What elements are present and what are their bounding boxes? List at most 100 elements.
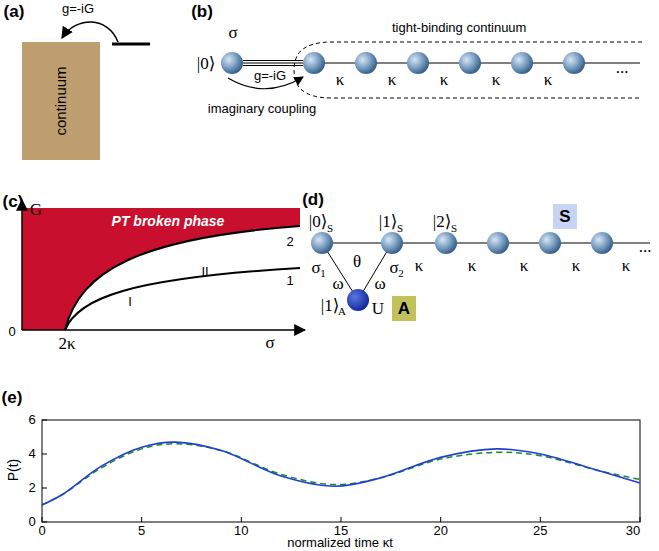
continuum-band: continuum [22,42,100,160]
subscript: A [338,305,346,317]
tick [540,517,541,522]
site-sphere [487,232,509,254]
axis [21,200,23,330]
exact-curve [42,442,640,505]
threshold-curve [65,268,300,330]
subscript: 1 [320,267,326,279]
symbol-label: κ [520,257,529,276]
region-label: PT broken phase [112,214,225,229]
symbol-label: G [30,201,42,220]
panel-label: (e) [2,389,23,408]
site-sphere [539,232,561,254]
axis [22,329,305,331]
symbol-label: ω [332,275,343,294]
symbol-label: ω [374,275,385,294]
symbol-label: κ [336,71,345,90]
tick [42,517,43,522]
site-sphere [221,52,243,74]
plot-frame [42,420,640,522]
annotation: g=-iG [62,2,94,16]
axis-label: 0 [38,524,45,538]
symbol-label: σ [311,259,320,278]
node-label: tight-binding continuum [392,21,526,35]
symbol-label: |1⟩ [379,213,398,232]
axis-label: 0 [28,515,35,529]
annotation: I [128,295,132,309]
symbol-label: |0⟩ [309,213,328,232]
symbol-label: κ [415,257,424,276]
symbol-label: σ [389,259,398,278]
symbol-label: U [372,300,384,319]
symbol-label: κ [440,71,449,90]
annotation: imaginary coupling [208,102,316,116]
ancilla-box: A [392,296,416,321]
coupling-arrow [62,22,118,42]
annotation: 2 [286,235,293,249]
panel-label: (d) [302,191,324,210]
symbol-label: θ [353,253,361,272]
symbol-label: ... [616,59,629,78]
annotation: 1 [286,274,293,288]
approx-curve [42,444,640,505]
tick [241,517,242,522]
axis-label: 30 [626,524,640,538]
site-sphere [511,52,533,74]
continuum-outline: tight-binding continuum [292,20,654,104]
tick [42,454,47,455]
tick [42,420,47,421]
symbol-label: σ [228,24,237,43]
site-sphere [355,52,377,74]
tick [341,517,342,522]
axis-label: 10 [234,524,248,538]
axis-label: 4 [28,447,35,461]
tick [42,488,47,489]
broken-phase-region [22,208,300,330]
symbol-label: κ [544,71,553,90]
symbol-label: |2⟩ [433,213,452,232]
symbol-label: κ [622,257,631,276]
symbol-label: |0⟩ [197,55,216,74]
dashed-outline [294,42,642,98]
subscript: S [451,222,457,234]
tick [141,517,142,522]
symbol-label: σ [265,334,274,353]
imaginary-link [243,60,303,61]
energy-level [112,43,150,46]
site-sphere [311,232,333,254]
panel-label: (a) [4,3,25,22]
symbol-label: ... [639,238,652,257]
symbol-label: |1⟩ [321,297,340,316]
site-sphere [381,232,403,254]
annotation: 0 [8,325,15,339]
annotation: g=-iG [254,69,286,83]
tick [440,517,441,522]
symbol-label: κ [468,257,477,276]
threshold-curve [65,226,300,330]
axis-title: P(t) [6,459,21,482]
site-sphere [563,52,585,74]
subscript: S [397,222,403,234]
ancilla-sphere [347,289,369,311]
annotation: II [201,265,208,279]
subscript: 2 [398,267,404,279]
site-sphere [303,52,325,74]
axis-label: 5 [138,524,145,538]
symbol-label: 2κ [58,335,75,354]
site-sphere [591,232,613,254]
site-sphere [407,52,429,74]
tick [640,517,641,522]
panel-label: (b) [191,3,213,22]
axis-label: normalized time κt [287,536,392,550]
site-sphere [435,232,457,254]
site-sphere [459,52,481,74]
subsystem-box: S [553,204,577,229]
symbol-label: κ [572,257,581,276]
panel-label: (c) [3,193,24,212]
tick [42,522,47,523]
axis-label: 25 [533,524,547,538]
node-label: S [559,207,570,226]
axis-label: 6 [28,413,35,427]
symbol-label: κ [492,71,501,90]
